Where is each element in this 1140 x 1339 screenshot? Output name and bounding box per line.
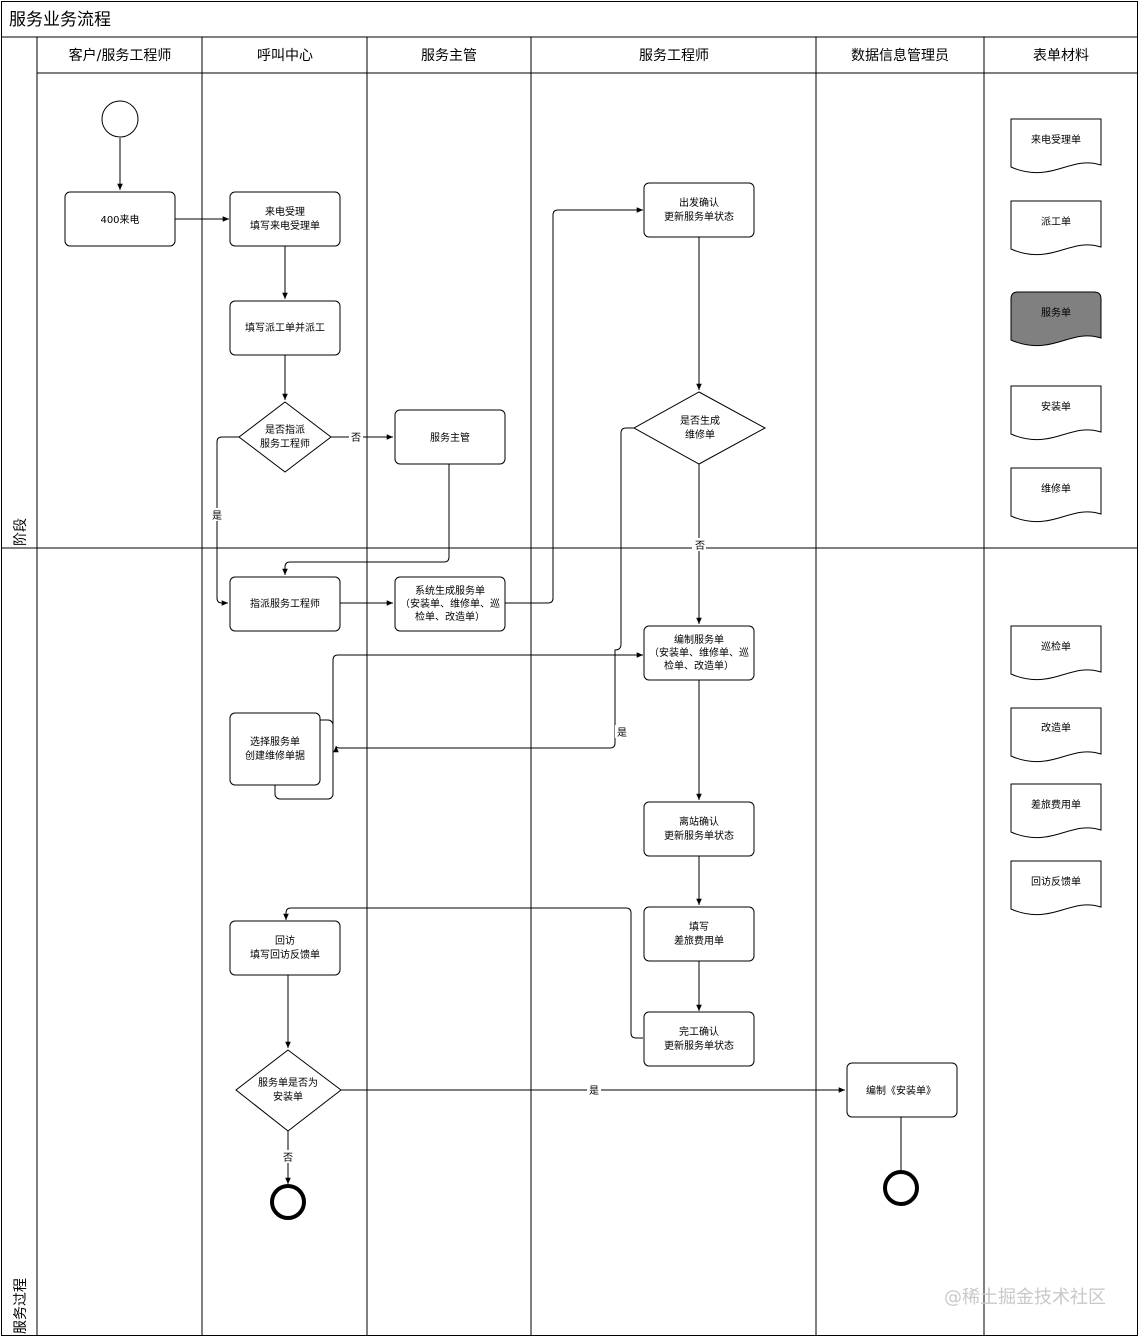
node-compile-install-line-1: 编制《安装单》: [866, 1084, 936, 1097]
lane-header-data-admin: 数据信息管理员: [851, 47, 949, 64]
node-system-generate-line-3: 检单、改造单）: [415, 610, 485, 623]
edge-supervisor-to-assign: [282, 464, 450, 575]
doc-label-travel-expense: 差旅费用单: [1031, 798, 1081, 811]
doc-label-install-order: 安装单: [1041, 400, 1071, 413]
doc-shape-revisit-feedback: [1010, 860, 1102, 916]
start-node: [101, 100, 139, 138]
doc-shape-dispatch-order: [1010, 200, 1102, 256]
node-compile-service-line-2: （安装单、维修单、巡: [649, 646, 749, 659]
phase-label-stage: 阶段: [13, 518, 29, 546]
node-call400-line-1: 400来电: [100, 213, 139, 226]
doc-shape-repair-order: [1010, 467, 1102, 523]
node-select-service-line-1: 选择服务单: [250, 735, 300, 748]
lane-header-engineer: 服务工程师: [639, 48, 709, 64]
diagram-title: 服务业务流程: [9, 10, 111, 30]
node-depart-confirm: [643, 182, 755, 238]
node-system-generate-line-2: （安装单、维修单、巡: [400, 597, 500, 610]
node-install-decision-line-2: 安装单: [273, 1090, 303, 1103]
node-revisit-line-2: 填写回访反馈单: [250, 948, 320, 961]
node-receive-call-line-1: 来电受理: [265, 205, 305, 218]
doc-label-repair-order: 维修单: [1041, 482, 1071, 495]
node-compile-install: [846, 1062, 958, 1118]
label-bg: [692, 538, 706, 551]
node-system-generate: [394, 576, 506, 632]
lane-header-documents: 表单材料: [1033, 48, 1089, 64]
node-dispatch-decision-line-2: 服务工程师: [260, 437, 310, 450]
lane-header-call-center: 呼叫中心: [257, 48, 313, 64]
node-call400: [64, 191, 176, 247]
node-fill-dispatch: [229, 300, 341, 356]
label-bg: [615, 725, 629, 738]
edge-label-dispatch-yes: 是: [212, 510, 222, 522]
node-dispatch-decision: [238, 401, 332, 473]
node-receive-call: [229, 191, 341, 247]
node-complete-confirm-line-2: 更新服务单状态: [664, 1039, 734, 1052]
node-assign-engineer: [229, 576, 341, 632]
label-bg: [210, 508, 224, 521]
node-fill-travel: [643, 906, 755, 962]
phase-label-service-process: 服务过程: [13, 1278, 29, 1334]
node-dispatch-decision-line-1: 是否指派: [265, 423, 305, 436]
doc-label-service-order: 服务单: [1041, 306, 1071, 319]
edge-label-dispatch-no: 否: [351, 432, 361, 444]
node-revisit-line-1: 回访: [275, 935, 295, 947]
node-depart-confirm-line-1: 出发确认: [679, 196, 719, 209]
node-leave-confirm-line-2: 更新服务单状态: [664, 829, 734, 842]
label-bg: [587, 1083, 601, 1096]
node-compile-service-line-1: 编制服务单: [674, 633, 724, 646]
node-complete-confirm-line-1: 完工确认: [679, 1025, 719, 1038]
edge-label-repair-no: 否: [695, 540, 705, 552]
node-fill-dispatch-line-1: 填写派工单并派工: [245, 321, 325, 334]
doc-shape-service-order: [1010, 291, 1102, 347]
edge-label-install-yes: 是: [589, 1085, 599, 1097]
lane-header-customer: 客户/服务工程师: [69, 47, 172, 64]
node-complete-confirm: [643, 1011, 755, 1067]
node-supervisor: [394, 409, 506, 465]
node-leave-confirm: [643, 801, 755, 857]
node-revisit: [229, 920, 341, 976]
end-node-data-admin: [883, 1170, 919, 1206]
doc-shape-inspection-order: [1010, 625, 1102, 681]
node-compile-service: [643, 625, 755, 681]
node-fill-travel-line-2: 差旅费用单: [674, 934, 724, 947]
node-compile-service-line-3: 检单、改造单）: [664, 659, 734, 672]
node-select-service-line-2: 创建维修单据: [245, 749, 305, 762]
doc-shape-install-order: [1010, 385, 1102, 441]
node-receive-call-line-2: 填写来电受理单: [250, 219, 320, 232]
node-repair-decision-line-1: 是否生成: [680, 414, 720, 427]
node-assign-engineer-line-1: 指派服务工程师: [250, 597, 320, 610]
label-bg: [281, 1150, 295, 1163]
edge-repair-yes-to-select: [333, 427, 634, 753]
doc-shape-retrofit-order: [1010, 707, 1102, 763]
watermark: @稀土掘金技术社区: [944, 1287, 1106, 1308]
edge-label-install-no: 否: [283, 1152, 293, 1164]
doc-label-inspection-order: 巡检单: [1041, 640, 1071, 653]
doc-label-dispatch-order: 派工单: [1041, 216, 1071, 228]
label-bg: [349, 430, 363, 443]
doc-label-call-receipt: 来电受理单: [1031, 133, 1081, 146]
node-repair-decision: [632, 391, 767, 465]
doc-shape-call-receipt: [1010, 118, 1102, 174]
doc-label-retrofit-order: 改造单: [1041, 721, 1071, 734]
doc-shape-travel-expense: [1010, 783, 1102, 839]
edge-system-to-depart: [505, 207, 643, 604]
node-install-decision: [235, 1049, 342, 1132]
node-depart-confirm-line-2: 更新服务单状态: [664, 210, 734, 223]
node-fill-travel-line-1: 填写: [689, 920, 709, 933]
edge-label-repair-yes: 是: [617, 727, 627, 739]
edge-complete-to-revisit: [283, 907, 643, 1039]
doc-label-revisit-feedback: 回访反馈单: [1031, 875, 1081, 888]
node-system-generate-line-1: 系统生成服务单: [415, 584, 485, 597]
node-select-service: [229, 712, 321, 786]
lane-header-supervisor: 服务主管: [421, 48, 477, 64]
node-supervisor-line-1: 服务主管: [430, 431, 470, 444]
node-repair-decision-line-2: 维修单: [685, 428, 715, 441]
end-node-call-center: [270, 1184, 306, 1220]
node-install-decision-line-1: 服务单是否为: [258, 1076, 318, 1089]
node-leave-confirm-line-1: 离站确认: [679, 815, 719, 828]
